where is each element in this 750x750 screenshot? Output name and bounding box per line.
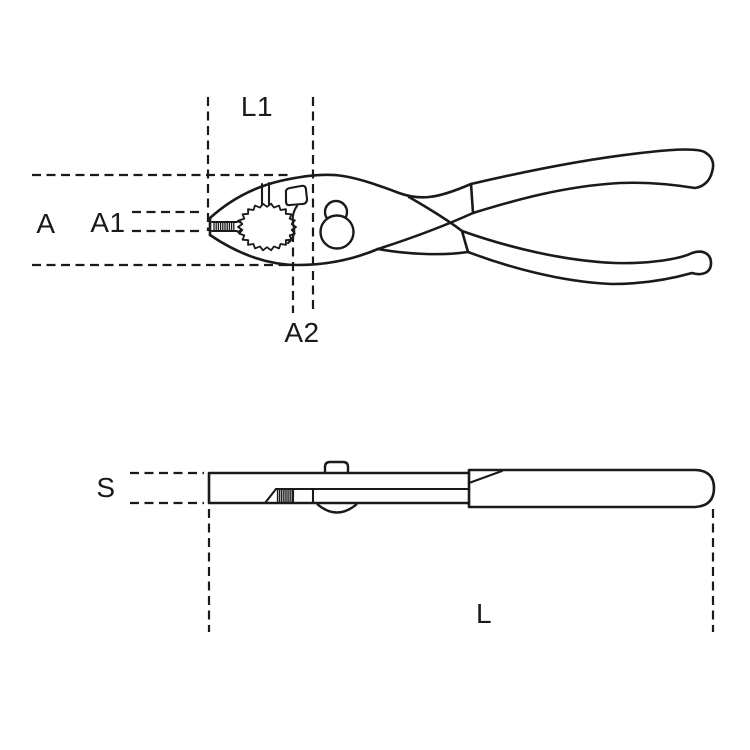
adjustment-slot-cutout [284, 184, 309, 207]
nose-serration-hatch [213, 222, 235, 231]
lower-neck-lower-edge [376, 247, 470, 256]
slip-joint-large-circle [319, 214, 355, 250]
grip-chamfer [467, 469, 504, 485]
pivot-nut-top [323, 460, 350, 473]
pliers-side-view [208, 148, 715, 286]
edge-jaw-hatch [276, 489, 292, 503]
dim-label-s: S [96, 472, 116, 503]
jaw-right-edge [286, 204, 299, 245]
dim-label-a: A [36, 208, 56, 239]
dim-label-a1: A1 [90, 207, 126, 238]
side-view-dimension-lines [32, 97, 315, 313]
dim-label-l1: L1 [240, 91, 274, 122]
upper-neck-lower-edge [376, 211, 475, 251]
head-bottom-outline [208, 233, 380, 267]
serrated-jaw [237, 202, 297, 252]
bar-outline [207, 471, 471, 505]
pivot-head-bottom [316, 503, 358, 514]
dim-label-a2: A2 [284, 317, 320, 348]
jaw-hatch-edge [263, 487, 278, 505]
pliers-edge-view [207, 460, 716, 514]
edge-view-dimension-lines [130, 471, 715, 632]
upper-handle-grip [469, 148, 715, 215]
lower-handle-grip [460, 229, 713, 286]
lower-neck-upper-edge [407, 195, 464, 233]
handle-grip-outline [467, 468, 716, 509]
dim-label-l: L [475, 598, 493, 629]
